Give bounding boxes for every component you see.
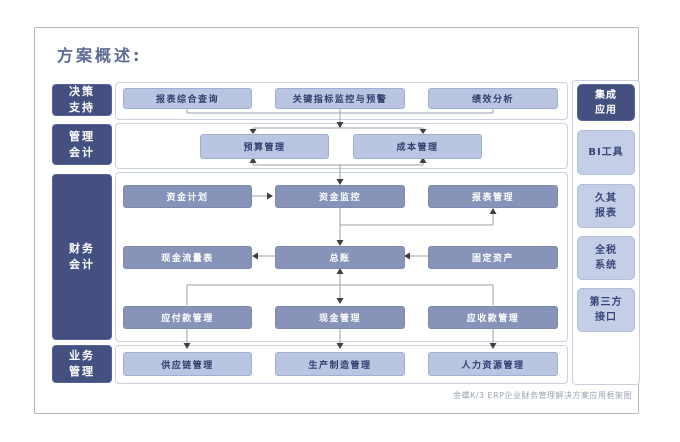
box-manufacturing-management: 生产制造管理	[275, 352, 405, 376]
group-label-financial-accounting: 财务会计	[52, 174, 112, 340]
box-cost-management: 成本管理	[353, 134, 482, 159]
box-fund-planning: 资金计划	[123, 185, 252, 208]
box-receivables-management: 应收款管理	[428, 306, 558, 329]
page-title: 方案概述:	[57, 46, 143, 65]
box-fixed-assets: 固定资产	[428, 246, 558, 269]
box-fund-monitoring: 资金监控	[275, 185, 405, 208]
panel-item-bi-tools: BI工具	[577, 130, 635, 175]
box-kpi-monitor-warning: 关键指标监控与预警	[275, 88, 405, 109]
box-cash-management: 现金管理	[275, 306, 405, 329]
box-general-ledger: 总账	[275, 246, 405, 269]
panel-item-third-party-api: 第三方接口	[577, 288, 635, 332]
box-hr-management: 人力资源管理	[428, 352, 558, 376]
group-label-management-accounting: 管理会计	[52, 124, 112, 165]
panel-item-jiuqi-report: 久其报表	[577, 184, 635, 228]
box-budget-management: 预算管理	[200, 134, 329, 159]
group-label-business-management: 业务管理	[52, 345, 112, 383]
box-report-management: 报表管理	[428, 185, 558, 208]
box-cash-flow-statement: 现金流量表	[123, 246, 252, 269]
diagram-caption: 金蝶K/3 ERP企业财务管理解决方案应用框架图	[452, 391, 632, 400]
right-panel-container	[572, 80, 640, 385]
panel-item-integration-app: 集成应用	[577, 84, 635, 121]
box-performance-analysis: 绩效分析	[428, 88, 558, 109]
box-supply-chain-management: 供应链管理	[123, 352, 252, 376]
group-label-decision-support: 决策支持	[52, 84, 112, 116]
box-report-query: 报表综合查询	[123, 88, 252, 109]
panel-item-tax-system: 全税系统	[577, 236, 635, 280]
box-payables-management: 应付款管理	[123, 306, 252, 329]
management-accounting-container	[115, 123, 568, 169]
